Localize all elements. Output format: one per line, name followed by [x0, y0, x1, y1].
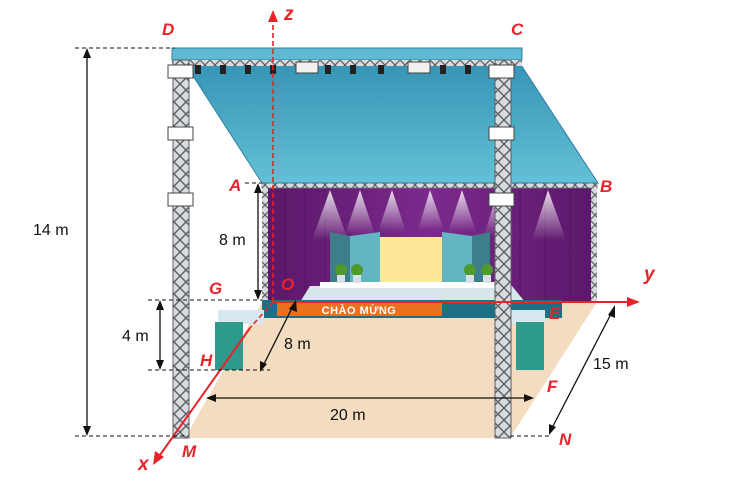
point-O: O [281, 275, 294, 294]
label-15m: 15 m [593, 356, 629, 373]
axis-label-x: x [137, 454, 150, 475]
stage-lights [195, 61, 471, 74]
y-axis [273, 297, 640, 307]
back-truss-left [262, 182, 268, 302]
back-truss-right [591, 182, 597, 302]
welcome-banner-bg [277, 303, 442, 316]
point-H: H [200, 351, 213, 370]
right-speaker [516, 322, 544, 370]
x-axis [153, 301, 274, 465]
welcome-banner: CHÀO MỪNG [322, 304, 397, 317]
roof-front-truss [171, 47, 523, 61]
plant-right [464, 264, 493, 283]
dim-14m [83, 48, 91, 436]
label-4m: 4 m [122, 328, 149, 345]
dim-15m [549, 305, 615, 435]
dim-4m [156, 300, 164, 370]
label-8m-upper: 8 m [219, 232, 246, 249]
left-platform [218, 310, 264, 324]
point-N: N [559, 430, 572, 449]
axis-label-y: y [643, 264, 656, 285]
point-A: A [228, 176, 241, 195]
point-D: D [162, 20, 174, 39]
axis-label-z: z [283, 4, 294, 25]
point-M: M [182, 442, 197, 461]
front-light-bar [172, 60, 522, 66]
label-8m-depth: 8 m [284, 336, 311, 353]
pillar-clamps [167, 64, 515, 207]
point-G: G [209, 279, 222, 298]
point-B: B [600, 177, 612, 196]
point-E: E [549, 304, 561, 323]
plant-left [335, 264, 363, 283]
point-F: F [547, 377, 558, 396]
left-pillar [172, 59, 190, 439]
label-20m: 20 m [330, 407, 366, 424]
label-14m: 14 m [33, 222, 69, 239]
roof [174, 47, 599, 184]
right-pillar [494, 59, 512, 439]
dimension-lines [75, 47, 550, 437]
dim-20m [206, 394, 534, 402]
dim-8m-upper [254, 183, 262, 300]
z-axis [268, 10, 278, 302]
dim-8m-depth [260, 300, 297, 372]
left-speaker [215, 322, 243, 370]
floor [185, 302, 597, 438]
stage-set [300, 232, 525, 302]
point-C: C [511, 20, 524, 39]
